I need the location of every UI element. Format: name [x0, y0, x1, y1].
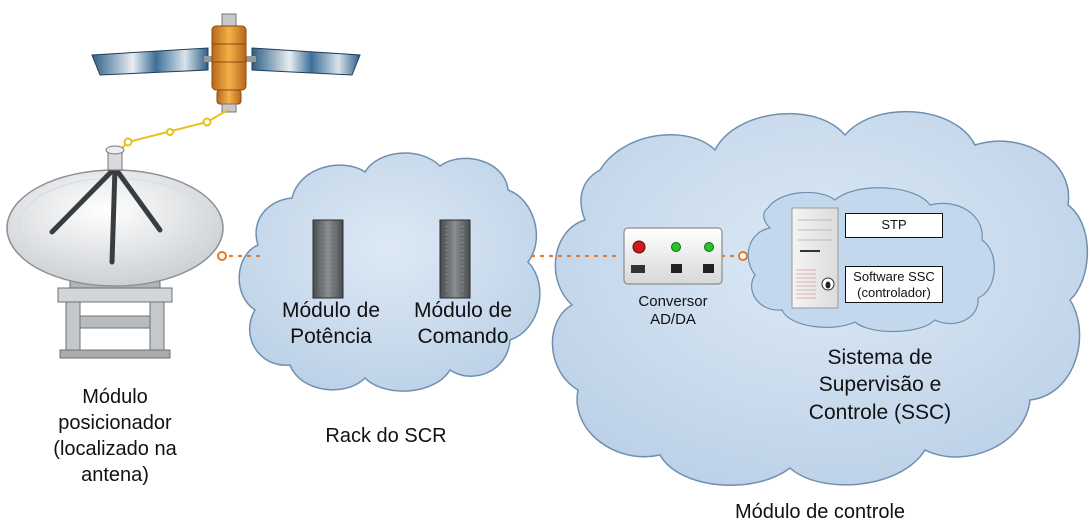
control-caption: Módulo de controle [734, 501, 906, 523]
satellite-link-icon [119, 109, 229, 151]
power-module-icon [312, 219, 344, 299]
connector-antenna-rack [217, 251, 264, 261]
command-module-label: Módulo de Comando [413, 299, 513, 348]
power-module-label: Módulo de Potência [281, 299, 381, 348]
converter-device-icon [623, 227, 723, 285]
rack-caption: Rack do SCR [325, 425, 447, 447]
antenna-dish-icon [6, 145, 224, 359]
ssc-inner-cloud [747, 187, 995, 333]
converter-label: Conversor AD/DA [638, 293, 708, 329]
rack-cloud [238, 152, 541, 392]
command-module-icon [439, 219, 471, 299]
ssc-label: Sistema de Supervisão e Controle (SSC) [808, 346, 952, 424]
connector-converter-pc [720, 251, 748, 261]
software-ssc-box: Software SSC (controlador) [845, 266, 943, 303]
satellite-icon [91, 13, 361, 113]
antenna-caption: Módulo posicionador (localizado na anten… [53, 386, 177, 486]
pc-tower-icon [791, 207, 839, 309]
stp-box: STP [845, 213, 943, 238]
